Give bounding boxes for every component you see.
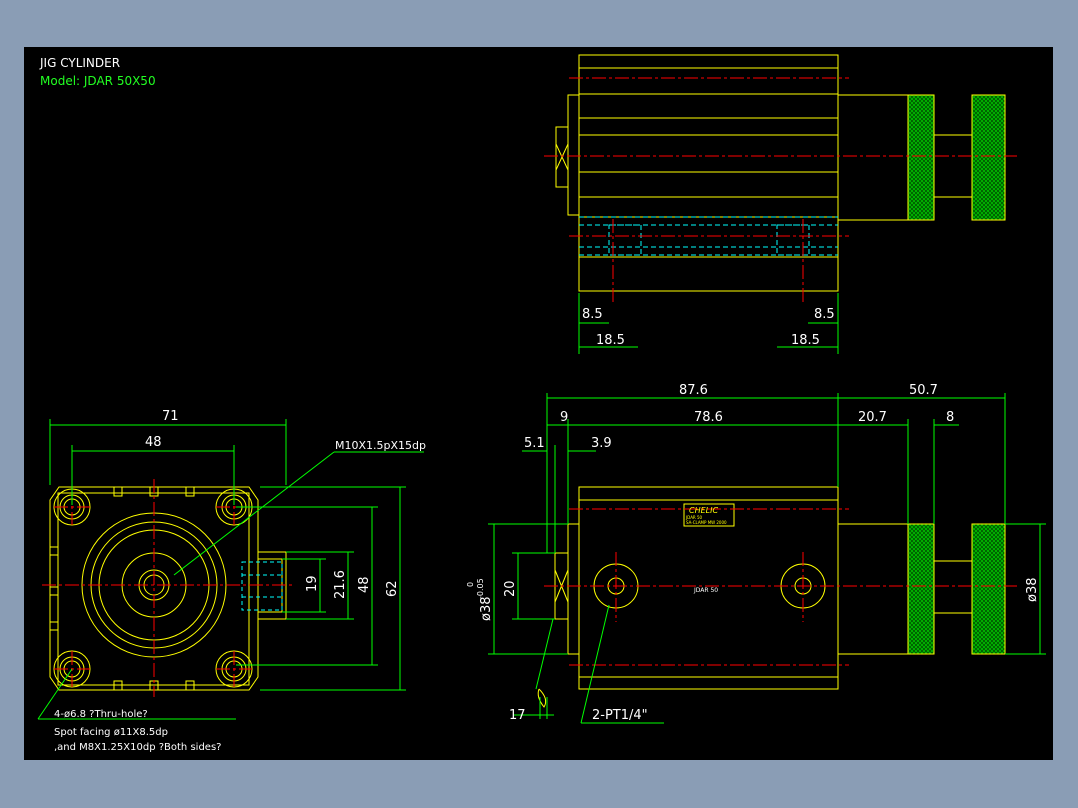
- dim-18-5-left: 18.5: [596, 333, 625, 348]
- dim-8-5-left: 8.5: [582, 307, 603, 322]
- top-view: [555, 54, 1006, 292]
- dim-78-6: 78.6: [694, 410, 723, 425]
- dim-48-height: 48: [357, 576, 372, 593]
- drawing-canvas: JIG CYLINDER Model: JDAR 50X50: [24, 47, 1053, 760]
- top-view-body: [578, 54, 839, 292]
- dim-62: 62: [385, 580, 400, 597]
- dim-71: 71: [162, 409, 179, 424]
- dim-38-right: ø38: [1025, 578, 1040, 603]
- top-view-dim-labels: 8.5 8.5 18.5 18.5: [582, 307, 835, 348]
- top-view-dimensions: [578, 293, 839, 354]
- label-line-2: SA-CLAMP MW 2000: [686, 520, 727, 525]
- label-plate-text: CHELIC JDAR 50 SA-CLAMP MW 2000: [685, 506, 727, 525]
- thread-callout: M10X1.5pX15dp: [335, 439, 426, 452]
- side-view: [537, 486, 1006, 708]
- dim-18-5-right: 18.5: [791, 333, 820, 348]
- side-view-knurl-nut-1: [907, 523, 935, 655]
- end-view: [49, 486, 287, 691]
- dim-48-width: 48: [145, 435, 162, 450]
- drawing-model: Model: JDAR 50X50: [40, 74, 156, 88]
- top-view-centerlines: [544, 77, 1017, 305]
- tol-upper: 0: [466, 582, 475, 587]
- note-holes: 4-ø6.8 ?Thru-hole?: [54, 709, 148, 720]
- side-view-knurl-nut-2: [971, 523, 1006, 655]
- label-plate: [683, 503, 735, 527]
- side-view-extension: [837, 523, 909, 655]
- dim-8: 8: [946, 410, 954, 425]
- end-view-dim-labels: 71 48 62 48 21.6 19 M10X1.5pX15dp 4-ø6.8…: [54, 409, 426, 753]
- label-brand: CHELIC: [689, 506, 718, 515]
- end-view-dimensions: [37, 419, 424, 720]
- top-view-extension: [837, 94, 909, 221]
- dim-17: 17: [509, 708, 526, 723]
- top-view-knurl-nut-2: [971, 94, 1006, 221]
- note-spot-facing: Spot facing ø11X8.5dp: [54, 727, 168, 738]
- tol-lower: -0.05: [476, 578, 485, 599]
- note-thread: ,and M8X1.25X10dp ?Both sides?: [54, 742, 221, 753]
- dim-3-9: 3.9: [591, 436, 612, 451]
- dim-20-height: 20: [503, 580, 518, 597]
- dim-20-7: 20.7: [858, 410, 887, 425]
- dim-87-6: 87.6: [679, 383, 708, 398]
- dim-21-6: 21.6: [333, 570, 348, 599]
- top-view-hidden-lines: [579, 216, 838, 256]
- dim-8-5-right: 8.5: [814, 307, 835, 322]
- label-line-1: JDAR 50: [685, 515, 703, 520]
- dim-38-left: ø38: [479, 597, 494, 622]
- dim-50-7: 50.7: [909, 383, 938, 398]
- dim-9: 9: [560, 410, 568, 425]
- side-view-dim-labels: 87.6 50.7 9 78.6 20.7 8 5.1 3.9 20 ø38 0…: [466, 383, 1040, 723]
- side-view-centerlines: [544, 508, 1017, 666]
- top-view-knurl-nut-1: [907, 94, 935, 221]
- side-view-dimensions: [488, 393, 1046, 724]
- cad-drawing: 8.5 8.5 18.5 18.5: [37, 54, 1046, 753]
- dim-19: 19: [305, 575, 320, 592]
- body-text: JDAR 50: [693, 587, 718, 594]
- port-note: 2-PT1/4": [592, 708, 648, 723]
- dim-5-1: 5.1: [524, 436, 545, 451]
- top-view-rod-end: [555, 126, 569, 188]
- drawing-title: JIG CYLINDER: [40, 56, 121, 70]
